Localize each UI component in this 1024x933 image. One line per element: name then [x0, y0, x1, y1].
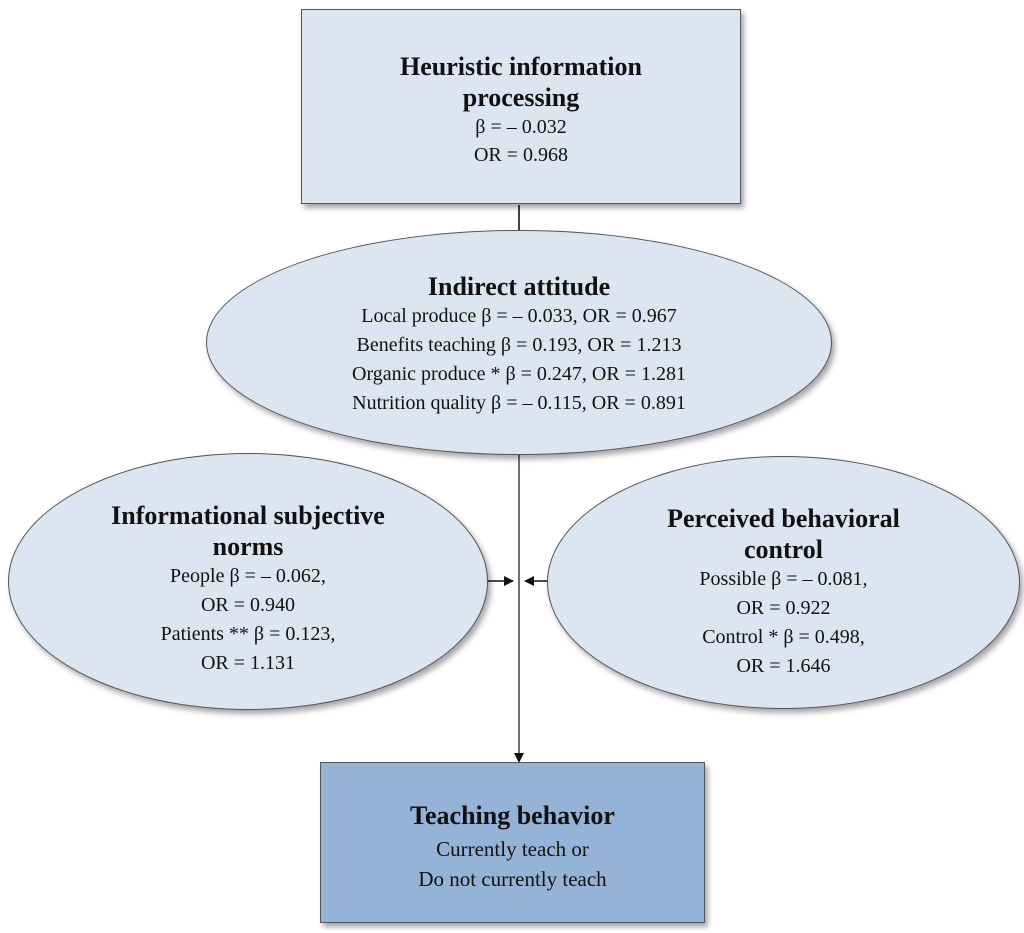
subjective-norms-ellipse: Informational subjective norms People β … [8, 453, 488, 710]
control-possible-beta: Possible β = – 0.081, [699, 568, 868, 590]
heuristic-beta: β = – 0.032 [475, 116, 567, 138]
heuristic-title-line1: Heuristic information [400, 52, 642, 81]
behavioral-control-ellipse: Perceived behavioral control Possible β … [547, 456, 1020, 709]
heuristic-title-line2: processing [462, 83, 580, 112]
control-possible-or: OR = 0.922 [736, 597, 831, 619]
heuristic-processing-box: Heuristic information processing β = – 0… [301, 9, 741, 204]
teaching-behavior-line2: Do not currently teach [418, 867, 607, 891]
attitude-nutrition-quality: Nutrition quality β = – 0.115, OR = 0.89… [352, 392, 686, 414]
control-title-line1: Perceived behavioral [667, 504, 900, 533]
control-control-or: OR = 1.646 [736, 655, 831, 677]
indirect-attitude-ellipse: Indirect attitude Local produce β = – 0.… [206, 230, 832, 455]
teaching-behavior-box: Teaching behavior Currently teach or Do … [320, 762, 705, 923]
norms-people-beta: People β = – 0.062, [170, 565, 326, 587]
attitude-benefits-teaching: Benefits teaching β = 0.193, OR = 1.213 [356, 334, 682, 356]
norms-title-line1: Informational subjective [111, 501, 385, 530]
norms-patients-or: OR = 1.131 [200, 652, 296, 674]
norms-patients-beta: Patients ** β = 0.123, [160, 623, 336, 645]
indirect-attitude-title: Indirect attitude [427, 272, 611, 301]
teaching-behavior-title: Teaching behavior [410, 801, 615, 830]
control-control-beta: Control * β = 0.498, [702, 626, 865, 648]
norms-people-or: OR = 0.940 [200, 594, 296, 616]
control-title-line2: control [744, 535, 823, 564]
teaching-behavior-line1: Currently teach or [436, 837, 589, 861]
norms-title-line2: norms [212, 532, 284, 561]
attitude-organic-produce: Organic produce * β = 0.247, OR = 1.281 [352, 363, 686, 385]
attitude-local-produce: Local produce β = – 0.033, OR = 0.967 [361, 305, 677, 327]
heuristic-or: OR = 0.968 [473, 144, 569, 166]
